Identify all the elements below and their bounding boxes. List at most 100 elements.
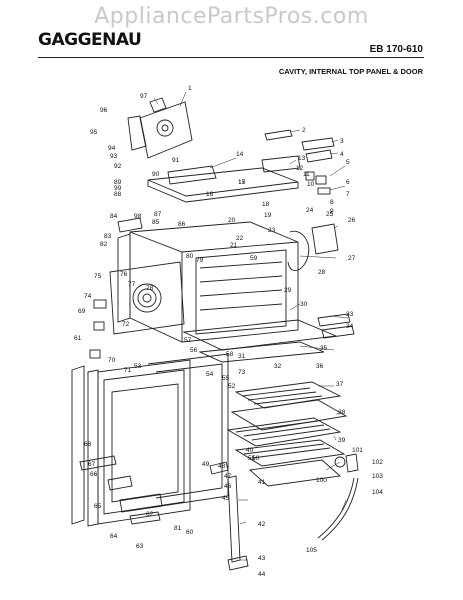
callout-79: 79 <box>196 257 204 264</box>
callout-52: 52 <box>228 383 236 390</box>
callout-100: 100 <box>316 477 327 484</box>
callout-94: 94 <box>108 145 116 152</box>
callout-43: 43 <box>258 555 266 562</box>
callout-99: 99 <box>114 185 122 192</box>
callout-88: 88 <box>114 191 122 198</box>
callout-36: 36 <box>316 363 324 370</box>
callout-85: 85 <box>152 219 160 226</box>
callout-10: 10 <box>307 181 315 188</box>
left-small-parts <box>89 217 143 359</box>
callout-27: 27 <box>348 255 356 262</box>
callout-38: 38 <box>338 409 346 416</box>
callout-6: 6 <box>346 179 350 186</box>
callout-55: 55 <box>222 375 230 382</box>
callout-1: 1 <box>188 85 192 92</box>
callout-13: 13 <box>298 155 306 162</box>
fan-cover-panel <box>109 261 185 335</box>
callout-39: 39 <box>338 437 346 444</box>
header-rule <box>38 57 424 58</box>
callout-47: 47 <box>224 473 232 480</box>
callout-26: 26 <box>348 217 356 224</box>
callout-96: 96 <box>100 107 108 114</box>
callout-63: 63 <box>136 543 144 550</box>
callout-23: 23 <box>268 227 276 234</box>
callout-60: 60 <box>186 529 194 536</box>
callout-3: 3 <box>340 138 344 145</box>
callout-22: 22 <box>236 235 244 242</box>
callout-57: 57 <box>184 337 192 344</box>
callout-41: 41 <box>258 479 266 486</box>
callout-51: 51 <box>248 455 256 462</box>
callout-11: 11 <box>303 171 310 178</box>
brand-logo: GAGGENAU <box>38 30 142 50</box>
callout-16: 16 <box>206 191 214 198</box>
watermark: AppliancePartsPros.com <box>94 4 369 29</box>
callout-15: 15 <box>238 179 246 186</box>
callout-30: 30 <box>300 301 308 308</box>
sensor-hose <box>317 453 359 541</box>
side-heating-element <box>287 223 339 271</box>
top-grill-element <box>230 381 348 431</box>
callout-46: 46 <box>224 483 232 490</box>
callout-35: 35 <box>320 345 328 352</box>
callout-54: 54 <box>206 371 214 378</box>
callout-61: 61 <box>74 335 82 342</box>
diagram-title: CAVITY, INTERNAL TOP PANEL & DOOR <box>278 67 423 76</box>
callout-7: 7 <box>346 191 350 198</box>
callout-24: 24 <box>306 207 314 214</box>
callout-91: 91 <box>172 157 180 164</box>
callout-66: 66 <box>90 471 98 478</box>
callout-105: 105 <box>306 547 317 554</box>
callout-31: 31 <box>238 353 246 360</box>
fan-motor-bracket <box>127 97 193 159</box>
callout-72: 72 <box>122 321 130 328</box>
callout-101: 101 <box>352 447 363 454</box>
callout-65: 65 <box>94 503 102 510</box>
callout-81: 81 <box>174 525 182 532</box>
callout-71: 71 <box>124 367 132 374</box>
callout-59: 59 <box>250 255 258 262</box>
callout-62: 62 <box>146 511 154 518</box>
callout-90: 90 <box>152 171 160 178</box>
callout-70: 70 <box>108 357 116 364</box>
callout-48: 48 <box>218 463 226 470</box>
callout-86: 86 <box>178 221 186 228</box>
callout-40: 40 <box>246 447 254 454</box>
callout-84: 84 <box>110 213 118 220</box>
callout-12: 12 <box>296 165 304 172</box>
callout-89: 89 <box>114 179 122 186</box>
callout-29: 29 <box>284 287 292 294</box>
callout-77: 77 <box>128 281 136 288</box>
callout-labels: 1234567891011121314151617181920212223242… <box>74 85 383 578</box>
callout-17: 17 <box>238 179 246 186</box>
callout-25: 25 <box>326 211 334 218</box>
callout-102: 102 <box>372 459 383 466</box>
callout-18: 18 <box>262 201 270 208</box>
callout-34: 34 <box>346 323 354 330</box>
callout-93: 93 <box>110 153 118 160</box>
callout-97: 97 <box>140 93 148 100</box>
callout-45: 45 <box>222 495 230 502</box>
callout-8: 8 <box>330 199 334 206</box>
oven-racks <box>226 417 346 487</box>
callout-21: 21 <box>230 242 238 249</box>
callout-74: 74 <box>84 293 92 300</box>
callout-33: 33 <box>346 311 354 318</box>
callout-82: 82 <box>100 241 108 248</box>
callout-32: 32 <box>274 363 282 370</box>
callout-53: 53 <box>134 363 142 370</box>
callout-42: 42 <box>258 521 266 528</box>
callout-2: 2 <box>302 127 306 134</box>
callout-78: 78 <box>146 285 154 292</box>
door-hinge-parts <box>79 455 249 571</box>
callout-14: 14 <box>236 151 244 158</box>
callout-104: 104 <box>372 489 383 496</box>
callout-50: 50 <box>252 455 260 462</box>
callout-83: 83 <box>104 233 112 240</box>
oven-door-assembly <box>71 353 229 527</box>
callout-56: 56 <box>190 347 198 354</box>
callout-73: 73 <box>238 369 246 376</box>
callout-75: 75 <box>94 273 102 280</box>
callout-76: 76 <box>120 271 128 278</box>
